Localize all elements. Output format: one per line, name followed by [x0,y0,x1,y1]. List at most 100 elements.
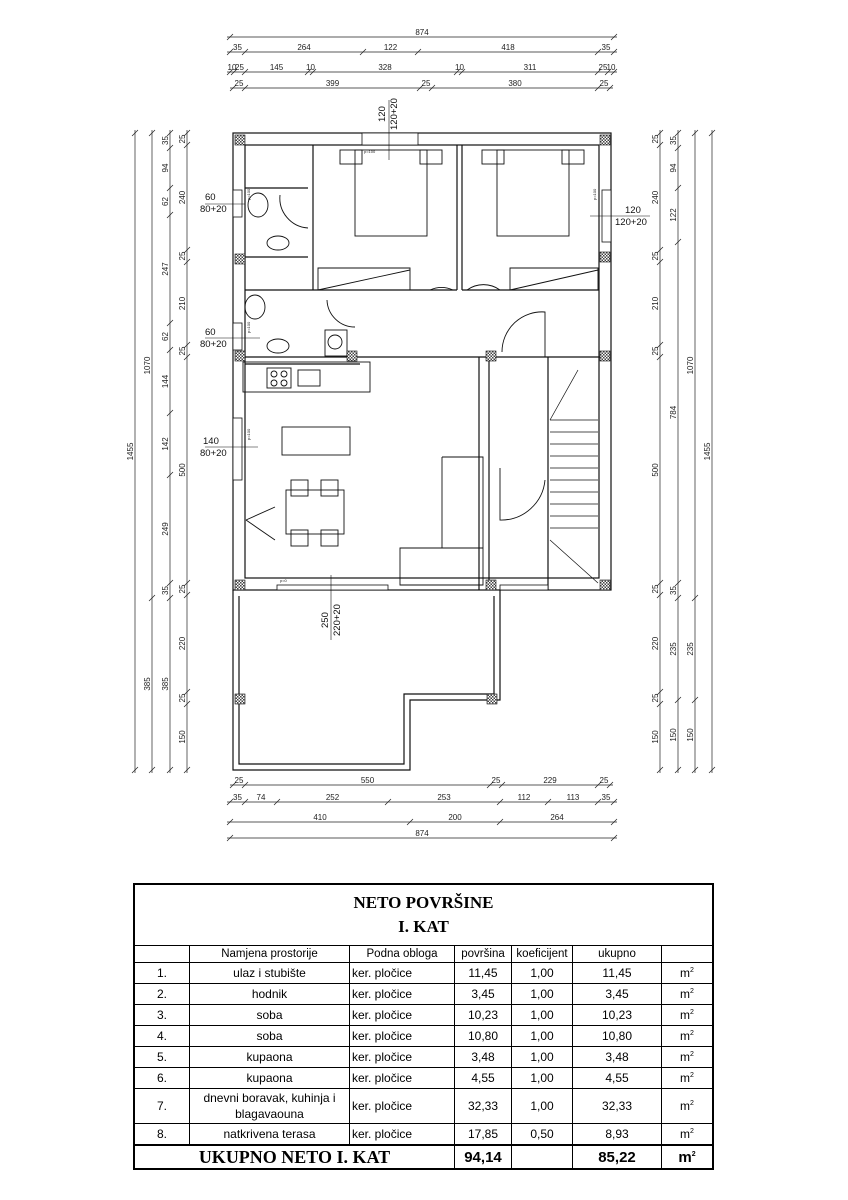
dimension-label: 94 [669,163,678,172]
dimension-label: 25 [651,584,660,593]
net-area-table: NETO POVRŠINE I. KAT Namjena prostorije … [133,883,714,1170]
cell-area: 10,23 [454,1004,512,1026]
dimension-label: 25 [422,79,431,88]
dimension-label: 210 [651,296,660,310]
cell-floor: ker. pločice [349,1088,455,1124]
unit-text: m [680,1127,691,1141]
unit-text: m [680,1008,691,1022]
unit-sup: 2 [690,1051,694,1058]
dimension-label: 235 [686,642,695,656]
dimension-label: 62 [161,332,170,341]
unit: m2 [661,1004,714,1026]
window-height: 80+20 [200,448,227,459]
dimension-label: 264 [297,43,311,52]
cell-name: hodnik [189,983,350,1005]
cell-total: 11,45 [572,962,662,984]
window-width: 120 [625,205,641,216]
unit: m2 [661,1123,714,1146]
dimension-label: 150 [669,728,678,742]
window-width: 140 [203,436,219,447]
dimension-label: 1070 [686,356,695,374]
dimension-label: 144 [161,374,170,388]
dimension-label: 240 [651,190,660,204]
total-net: 85,22 [572,1144,662,1170]
col-header: ukupno [572,945,662,963]
dimension-label: 784 [669,405,678,419]
unit: m2 [661,1025,714,1047]
dimension-label: 25 [651,693,660,702]
dimension-label: 142 [161,437,170,451]
cell-no: 4. [133,1025,190,1047]
dimension-label: 210 [178,296,187,310]
sill-label: p=100 [246,188,251,200]
cell-floor: ker. pločice [349,983,455,1005]
unit-sup: 2 [690,988,694,995]
cell-no: 2. [133,983,190,1005]
cell-floor: ker. pločice [349,962,455,984]
dimension-label: 25 [235,776,244,785]
table-title-line2: I. KAT [398,917,449,936]
dimension-label: 74 [257,793,266,802]
sill-label: p=100 [364,149,376,154]
dimension-label: 62 [161,197,170,206]
dimension-label: 10 [455,63,464,72]
cell-coef: 1,00 [511,962,573,984]
unit: m2 [661,1088,714,1124]
cell-total: 3,48 [572,1046,662,1068]
dimension-label: 94 [161,163,170,172]
cell-floor: ker. pločice [349,1004,455,1026]
dimension-label: 385 [143,677,152,691]
dimension-label: 35 [233,793,242,802]
cell-total: 3,45 [572,983,662,1005]
cell-no: 8. [133,1123,190,1146]
cell-area: 10,80 [454,1025,512,1047]
total-label: UKUPNO NETO I. KAT [133,1144,455,1170]
dimension-label: 10 [228,63,237,72]
dimension-label: 25 [600,79,609,88]
cell-coef: 1,00 [511,1067,573,1089]
unit-sup: 2 [690,967,694,974]
dimension-label: 380 [508,79,522,88]
window-width: 250 [320,612,331,628]
dimension-label: 328 [378,63,392,72]
cell-name: ulaz i stubište [189,962,350,984]
cell-coef: 1,00 [511,1046,573,1068]
unit-sup: 2 [690,1030,694,1037]
col-header: Namjena prostorije [189,945,350,963]
cell-no: 7. [133,1088,190,1124]
dimension-label: 418 [501,43,515,52]
dimension-label: 25 [178,346,187,355]
dimension-label: 25 [600,776,609,785]
dimension-label: 235 [669,642,678,656]
unit-text: m [678,1148,692,1166]
unit-sup: 2 [690,1009,694,1016]
cell-name: kupaona [189,1067,350,1089]
cell-no: 3. [133,1004,190,1026]
dimension-label: 35 [602,793,611,802]
cell-floor: ker. pločice [349,1046,455,1068]
dimension-label: 113 [567,793,580,802]
dimension-label: 25 [599,63,608,72]
col-header: koeficijent [511,945,573,963]
cell-total: 4,55 [572,1067,662,1089]
dimension-label: 25 [492,776,501,785]
dimension-label: 500 [178,463,187,477]
cell-area: 4,55 [454,1067,512,1089]
dimension-label: 25 [178,584,187,593]
cell-area: 17,85 [454,1123,512,1146]
sill-label: p=100 [592,188,597,200]
cell-area: 11,45 [454,962,512,984]
dimension-label: 25 [235,63,244,72]
window-height: 220+20 [332,604,343,636]
dimension-label: 10 [306,63,315,72]
dimension-label: 311 [524,63,537,72]
dimension-label: 253 [437,793,451,802]
cell-no: 6. [133,1067,190,1089]
unit: m2 [661,1046,714,1068]
dimension-label: 35 [669,136,678,145]
sill-labels: p=100 p=100 p=100 p=100 p=100 p=0 [246,149,597,583]
unit-text: m [680,1071,691,1085]
